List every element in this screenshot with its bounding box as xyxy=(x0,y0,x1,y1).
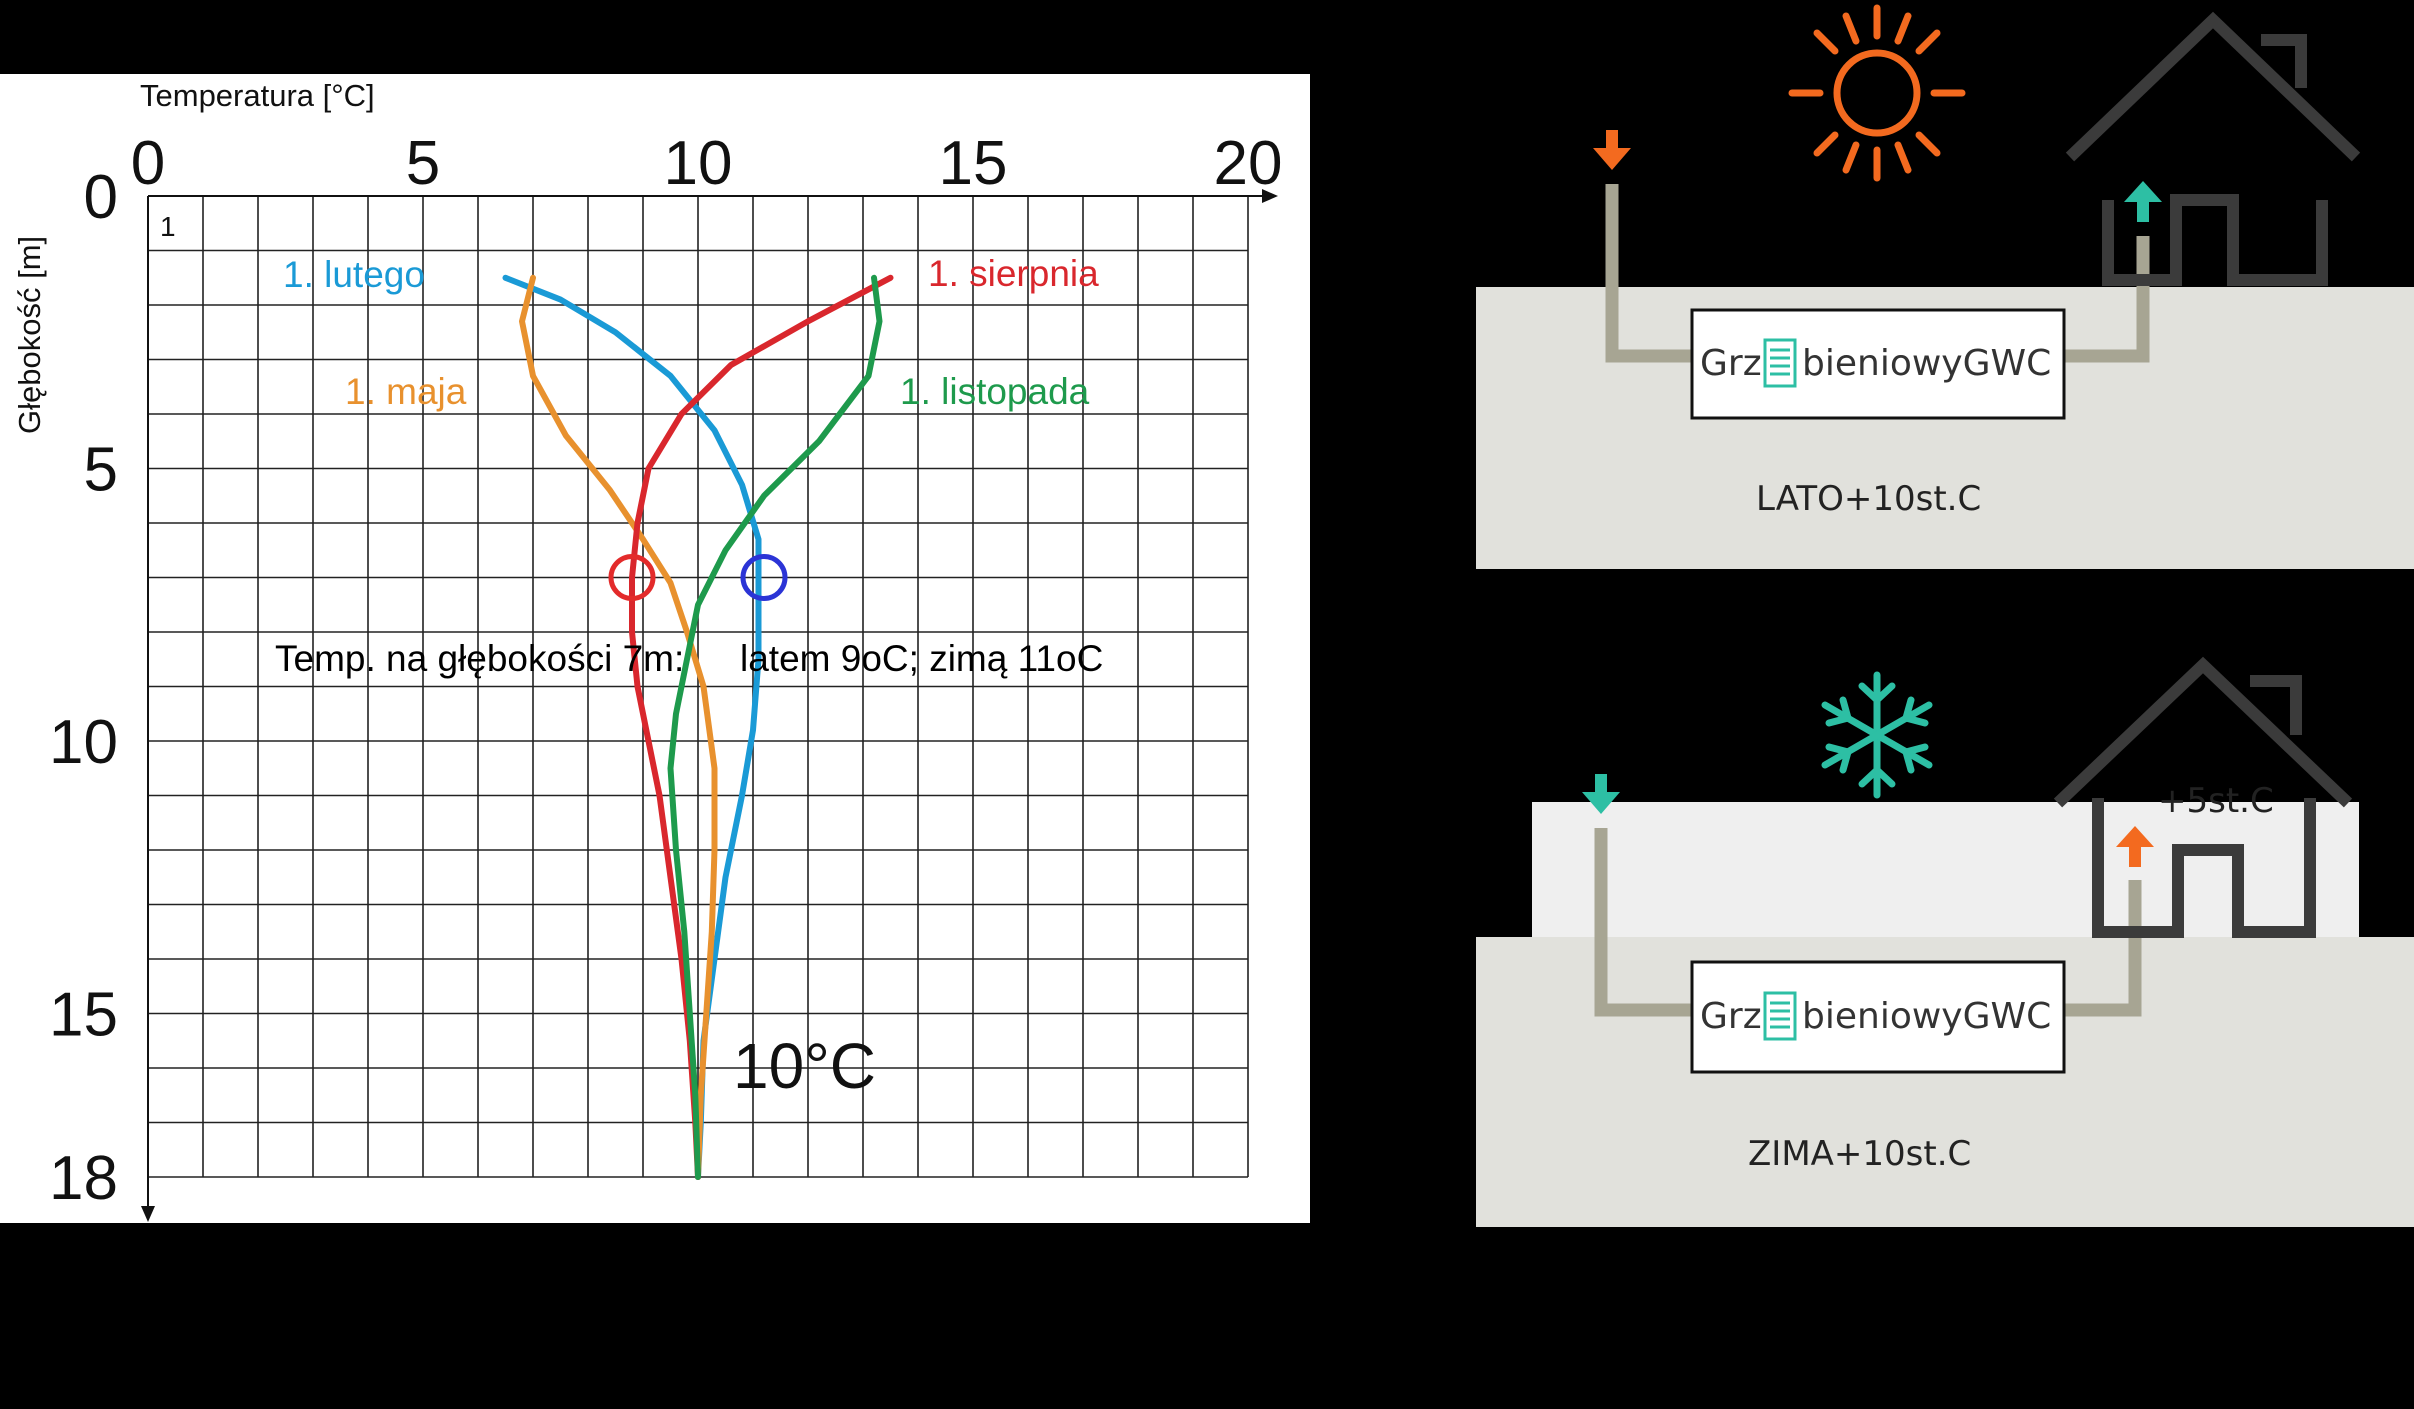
winter-gwc-box xyxy=(1690,960,2066,1074)
annotation-values: latem 9oC; zimą 11oC xyxy=(740,638,1103,679)
y-axis-title: Głębokość [m] xyxy=(12,236,47,434)
winter-snow-layer xyxy=(1532,802,2359,937)
y-tick-label: 18 xyxy=(49,1144,118,1213)
y-axis-arrow xyxy=(141,1206,155,1222)
winter-top-label: +5st.C xyxy=(2158,781,2274,821)
temperature-depth-chart: Temperatura [°C] Głębokość [m] 1 0 5 10 15 2… xyxy=(12,78,1283,1222)
y-tick-label: 10 xyxy=(49,708,118,777)
series-line-4 xyxy=(667,274,883,1180)
y-tick-label: 0 xyxy=(84,163,118,232)
x-tick-label: 15 xyxy=(939,129,1008,198)
series-label-maja: 1. maja xyxy=(345,371,467,412)
series-label-lutego: 1. lutego xyxy=(283,254,425,295)
depth-marker-1 xyxy=(608,554,656,601)
comb-icon xyxy=(1763,338,1797,388)
house-icon xyxy=(2065,11,2361,286)
x-tick-label: 20 xyxy=(1214,129,1283,198)
y-tick-label: 5 xyxy=(84,436,118,505)
snowflake-icon xyxy=(1821,671,1933,799)
winter-season-label: ZIMA+10st.C xyxy=(1748,1134,1971,1174)
summer-box-right-text: bieniowyGWC xyxy=(1802,343,2051,384)
winter-box-right-text: bieniowyGWC xyxy=(1802,996,2051,1037)
corner-label: 1 xyxy=(160,211,176,242)
summer-box-left-text: Grz xyxy=(1700,343,1762,384)
winter-inlet-arrow-icon xyxy=(1582,774,1620,814)
chart-panel: Temperatura [°C] Głębokość [m] 1 0 5 10 15 2… xyxy=(0,74,1310,1223)
winter-house-icon xyxy=(2053,656,2353,938)
y-tick-label: 15 xyxy=(49,981,118,1050)
winter-pipe xyxy=(1594,828,2142,1017)
annotation-depth: Temp. na głębokości 7m: xyxy=(275,638,684,679)
x-axis-arrow xyxy=(1262,189,1278,203)
summer-inlet-arrow-icon xyxy=(1593,130,1631,170)
series-line-3 xyxy=(629,274,894,1180)
winter-scene: +5st.C Grz bieniowyGWC ZIMA+10st.C xyxy=(1476,656,2414,1227)
summer-gwc-box xyxy=(1690,308,2066,420)
x-tick-label: 0 xyxy=(131,129,165,198)
winter-box-left-text: Grz xyxy=(1700,996,1762,1037)
depth-marker-2 xyxy=(740,554,788,601)
series-label-listopada: 1. listopada xyxy=(900,371,1090,412)
comb-icon xyxy=(1763,991,1797,1041)
summer-season-label: LATO+10st.C xyxy=(1756,479,1981,519)
summer-scene: Grz bieniowyGWC LATO+10st.C xyxy=(1476,4,2414,569)
bottom-temperature-label: 10°C xyxy=(733,1030,876,1102)
series-line-2 xyxy=(519,274,718,1180)
series-label-sierpnia: 1. sierpnia xyxy=(928,253,1099,294)
winter-outlet-arrow-icon xyxy=(2116,826,2154,867)
x-axis-title: Temperatura [°C] xyxy=(140,78,375,113)
sun-icon xyxy=(1788,4,1966,182)
summer-outlet-arrow-icon xyxy=(2124,181,2162,222)
x-tick-label: 10 xyxy=(664,129,733,198)
x-tick-label: 5 xyxy=(406,129,440,198)
